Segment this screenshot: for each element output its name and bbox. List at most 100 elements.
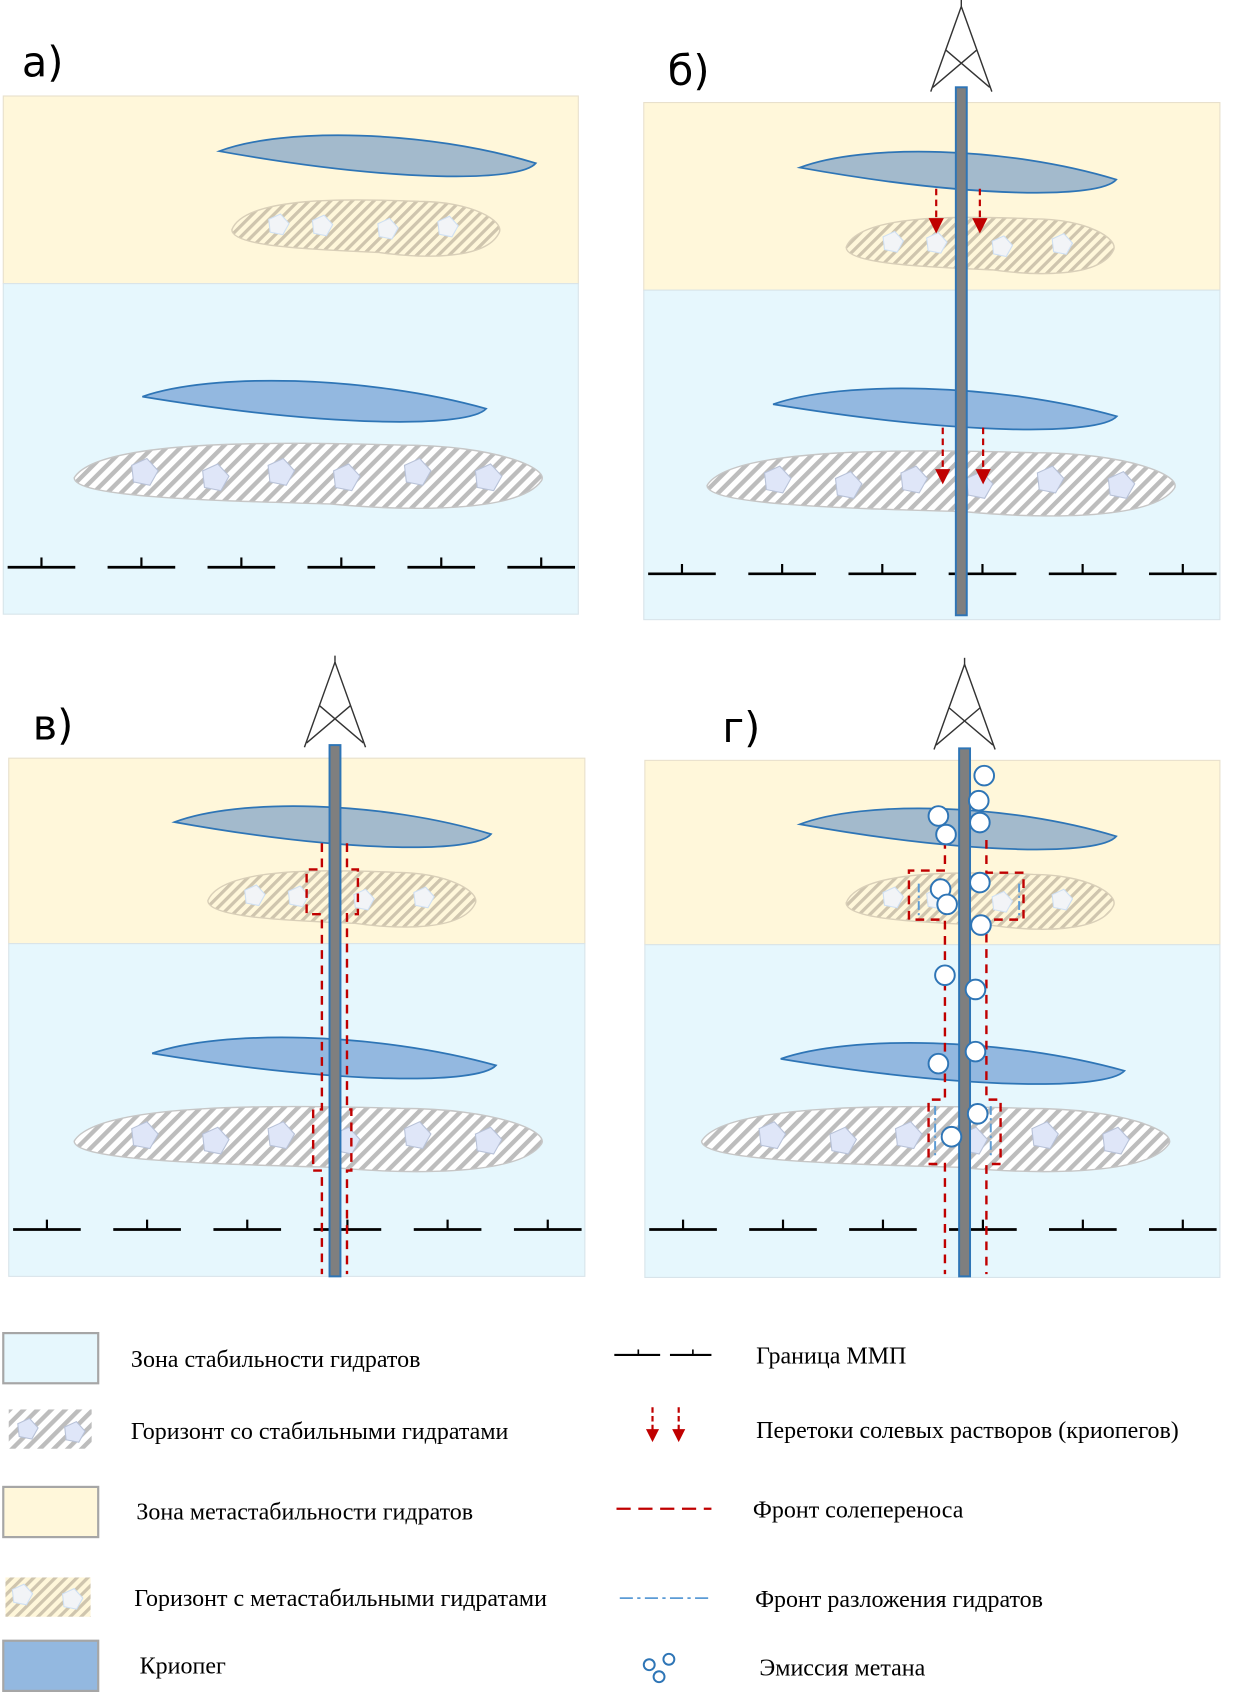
hydrate-crystal-icon — [991, 890, 1014, 913]
arrowhead-icon — [935, 469, 951, 485]
legend-item-right-5: Эмиссия метана — [642, 1652, 926, 1684]
methane-bubble-icon — [927, 1052, 950, 1075]
metastable-zone — [2, 95, 579, 285]
legend-item-right-3: Фронт солепереноса — [616, 1497, 964, 1523]
hydrate-crystal-icon — [267, 457, 296, 486]
legend-label: Зона стабильности гидратов — [131, 1347, 420, 1373]
hydrate-crystal-icon — [474, 463, 503, 492]
hydrate-horizon — [700, 1105, 1171, 1173]
hydrate-crystal-icon — [11, 1583, 34, 1606]
arrowhead-icon — [972, 218, 988, 234]
methane-emission — [927, 764, 996, 1148]
hydrate-crystal-icon — [763, 465, 792, 494]
permafrost-boundary — [13, 1219, 582, 1231]
stable-zone-swatch — [2, 1331, 100, 1385]
salt-front-line — [985, 839, 1025, 1275]
hydrate-horizon — [231, 199, 501, 257]
hydrate-crystal-icon — [268, 213, 290, 236]
legend-label: Фронт разложения гидратов — [755, 1587, 1043, 1613]
hydrate-crystal-icon — [437, 215, 459, 238]
hydrate-crystal-icon — [413, 886, 435, 909]
hydrate-crystal-icon — [894, 1121, 923, 1150]
drilling-rig-icon — [930, 0, 993, 92]
panel-3: в) — [8, 655, 586, 1278]
methane-bubble-icon — [927, 805, 950, 827]
well — [328, 744, 342, 1278]
legend-label: Зона метастабильности гидратов — [136, 1500, 473, 1526]
hydrate-horizon — [845, 872, 1115, 930]
hydrate-crystal-icon — [202, 463, 230, 492]
hydrate-horizon — [207, 870, 477, 928]
hydrate-crystal-icon — [311, 214, 334, 237]
methane-bubble-icon — [642, 1658, 656, 1672]
arrowhead-icon — [975, 469, 991, 485]
panel-label: в) — [33, 702, 74, 750]
methane-bubble-icon — [973, 764, 996, 787]
hydrate-crystal-icon — [834, 470, 863, 499]
stable-hydrate-horizon-swatch — [8, 1409, 92, 1449]
methane-bubble-icon — [969, 811, 991, 834]
hydrate-crystal-icon — [965, 470, 994, 499]
brine-flow-arrows-icon — [645, 1407, 686, 1443]
methane-bubble-icon — [662, 1652, 676, 1666]
legend-item-left-5: Криопег — [2, 1639, 226, 1692]
hydrate-crystal-icon — [926, 231, 948, 254]
methane-bubble-icon — [967, 789, 990, 812]
legend-label: Фронт солепереноса — [753, 1497, 964, 1523]
legend-item-right-1: Граница ММП — [614, 1344, 906, 1370]
legend-item-left-3: Зона метастабильности гидратов — [2, 1485, 473, 1539]
metastable-zone-swatch — [2, 1485, 100, 1539]
legend-item-left-4: Горизонт с метастабильными гидратами — [5, 1577, 547, 1617]
methane-bubble-icon — [936, 893, 958, 916]
hydrate-crystal-icon — [267, 1121, 296, 1150]
permafrost-boundary — [7, 557, 576, 569]
hydrate-crystal-icon — [131, 1121, 159, 1150]
hydrate-crystal-icon — [332, 463, 361, 492]
hydrate-crystal-icon — [1051, 233, 1074, 255]
panel-label: а) — [22, 38, 64, 86]
hydrate-crystal-icon — [1107, 470, 1136, 499]
well — [958, 747, 972, 1278]
methane-bubble-icon — [964, 1040, 987, 1063]
hydrate-crystal-icon — [758, 1121, 787, 1150]
metastable-hydrate-horizon-swatch — [5, 1577, 91, 1617]
hydrate-crystal-icon — [64, 1421, 86, 1443]
panel-label: г) — [722, 704, 760, 752]
arrowhead-icon — [928, 218, 944, 234]
cryopeg-lens — [151, 1036, 498, 1080]
legend-label: Эмиссия метана — [759, 1656, 925, 1682]
hydrate-crystal-icon — [61, 1587, 84, 1610]
methane-bubble-icon — [940, 1125, 963, 1148]
hydrate-crystal-icon — [202, 1126, 230, 1155]
hydrate-crystal-icon — [474, 1126, 503, 1155]
brine-flow-arrows — [928, 188, 991, 485]
hydrate-crystal-icon — [882, 230, 905, 253]
hydrate-crystal-icon — [991, 235, 1014, 258]
methane-bubble-icon — [966, 1103, 989, 1125]
hydrate-crystal-icon — [900, 465, 929, 494]
salt-front-line — [305, 843, 324, 1275]
cryopeg-lens — [142, 379, 488, 423]
hydrate-crystal-icon — [17, 1417, 39, 1440]
salt-front-line — [345, 843, 360, 1275]
panel-4: г) — [644, 657, 1221, 1278]
methane-bubble-icon — [934, 964, 956, 987]
well — [954, 86, 968, 617]
hydrate-horizon — [73, 1105, 543, 1173]
hydrate-crystal-icon — [244, 884, 266, 907]
hydrate-horizon — [73, 442, 543, 509]
hydrate-horizon — [845, 216, 1115, 275]
cryopeg-lens — [772, 387, 1119, 431]
hydrate-horizon — [706, 450, 1176, 517]
cryopeg-lens — [780, 1042, 1127, 1085]
methane-bubble-icon — [970, 914, 992, 936]
permafrost-boundary-icon — [614, 1349, 712, 1356]
panel-1: а) — [2, 38, 579, 615]
hydrate-crystal-icon — [131, 457, 159, 486]
legend-item-left-2: Горизонт со стабильными гидратами — [8, 1409, 509, 1449]
legend-label: Горизонт с метастабильными гидратами — [134, 1586, 547, 1612]
hydrate-crystal-icon — [1036, 465, 1065, 494]
cryopeg-lens — [216, 134, 538, 178]
